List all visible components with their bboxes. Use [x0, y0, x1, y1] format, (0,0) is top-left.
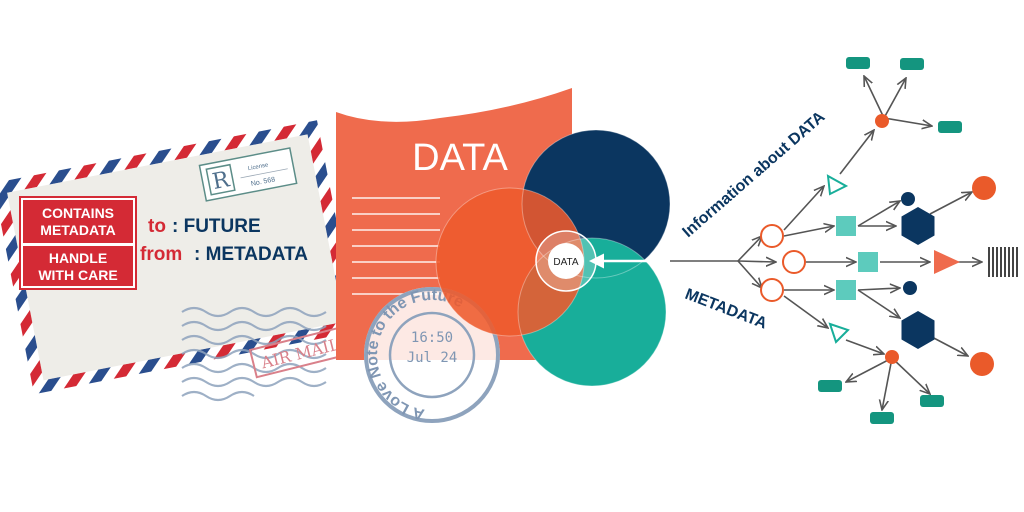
- network-node-square: [836, 216, 856, 236]
- label-information-about-data: Information about DATA: [679, 108, 828, 241]
- registration-number: No. 568: [250, 176, 276, 188]
- registration-license: License: [248, 162, 270, 172]
- network-node-hexagon: [901, 311, 935, 349]
- network-edge: [846, 357, 893, 382]
- network-node-pill: [920, 395, 944, 407]
- network-edge: [783, 186, 824, 231]
- network-node-square: [858, 252, 878, 272]
- network-node-circle: [972, 176, 996, 200]
- network-node-hollow: [760, 278, 784, 302]
- network-edge: [883, 117, 932, 126]
- registration-letter: R: [210, 167, 232, 195]
- label-metadata: METADATA: [683, 286, 770, 333]
- network-node-pill: [818, 380, 842, 392]
- document-title: DATA: [412, 137, 508, 179]
- network-edge: [883, 78, 906, 119]
- document-lines: [352, 197, 440, 295]
- label-metadata: METADATA: [40, 222, 115, 238]
- barcode-bar: [996, 247, 998, 277]
- network-edge: [929, 192, 972, 215]
- network-edge: [737, 236, 762, 262]
- network-edge: [857, 289, 900, 318]
- barcode-bar: [1000, 247, 1002, 277]
- network-edge: [891, 357, 930, 394]
- network-edge: [737, 261, 776, 262]
- network-edge: [737, 260, 762, 288]
- network-edge: [929, 335, 968, 356]
- registration-sticker: R License No. 568: [198, 147, 298, 202]
- barcode-bar: [1016, 247, 1018, 277]
- network-node-square: [836, 280, 856, 300]
- from-value: : METADATA: [194, 244, 308, 265]
- network-node-pill: [900, 58, 924, 70]
- network-edge: [783, 226, 834, 237]
- label-with-care: WITH CARE: [38, 267, 117, 283]
- network-edge: [882, 357, 893, 410]
- barcode-bar: [992, 247, 994, 277]
- network-node-hollow: [782, 250, 806, 274]
- network-node-dot: [901, 192, 915, 206]
- network-edge: [783, 295, 828, 328]
- network-edge: [857, 288, 900, 290]
- label-contains: CONTAINS: [42, 205, 114, 221]
- network-node-hexagon: [901, 207, 935, 245]
- network-edge: [845, 339, 884, 354]
- network-node-dot: [903, 281, 917, 295]
- network-node-circle: [970, 352, 994, 376]
- network-edge: [839, 130, 874, 175]
- network-node-dot: [885, 350, 899, 364]
- network-node-hollow: [760, 224, 784, 248]
- from-prefix: from: [140, 244, 182, 265]
- network-node-triangle-filled: [934, 250, 960, 274]
- metadata-network: [670, 57, 1018, 424]
- network-node-pill: [846, 57, 870, 69]
- postmark-time: 16:50: [411, 330, 453, 346]
- postal-cancellation-waves: [181, 306, 327, 402]
- handle-with-care-label: CONTAINS METADATA HANDLE WITH CARE: [19, 196, 137, 290]
- envelope-address: to : FUTURE from : METADATA: [140, 216, 308, 265]
- network-node-triangle: [826, 174, 849, 196]
- venn-center-label: DATA: [553, 257, 579, 268]
- network-edge: [857, 201, 900, 227]
- network-node-dot: [875, 114, 889, 128]
- barcode-bar: [988, 247, 990, 277]
- postmark-date: Jul 24: [407, 350, 458, 366]
- network-node-pill: [938, 121, 962, 133]
- to-prefix: to: [148, 216, 166, 237]
- venn-center: [548, 243, 584, 279]
- label-handle: HANDLE: [49, 250, 107, 266]
- network-node-triangle: [828, 322, 850, 344]
- network-node-pill: [870, 412, 894, 424]
- barcode-bar: [1008, 247, 1010, 277]
- envelope: R License No. 568: [0, 120, 359, 395]
- venn-diagram: DATA: [435, 129, 671, 387]
- venn-circle-orange: [436, 188, 584, 336]
- barcode-bar: [1012, 247, 1014, 277]
- network-edge: [864, 76, 885, 119]
- barcode-bar: [1004, 247, 1006, 277]
- to-value: : FUTURE: [172, 216, 261, 237]
